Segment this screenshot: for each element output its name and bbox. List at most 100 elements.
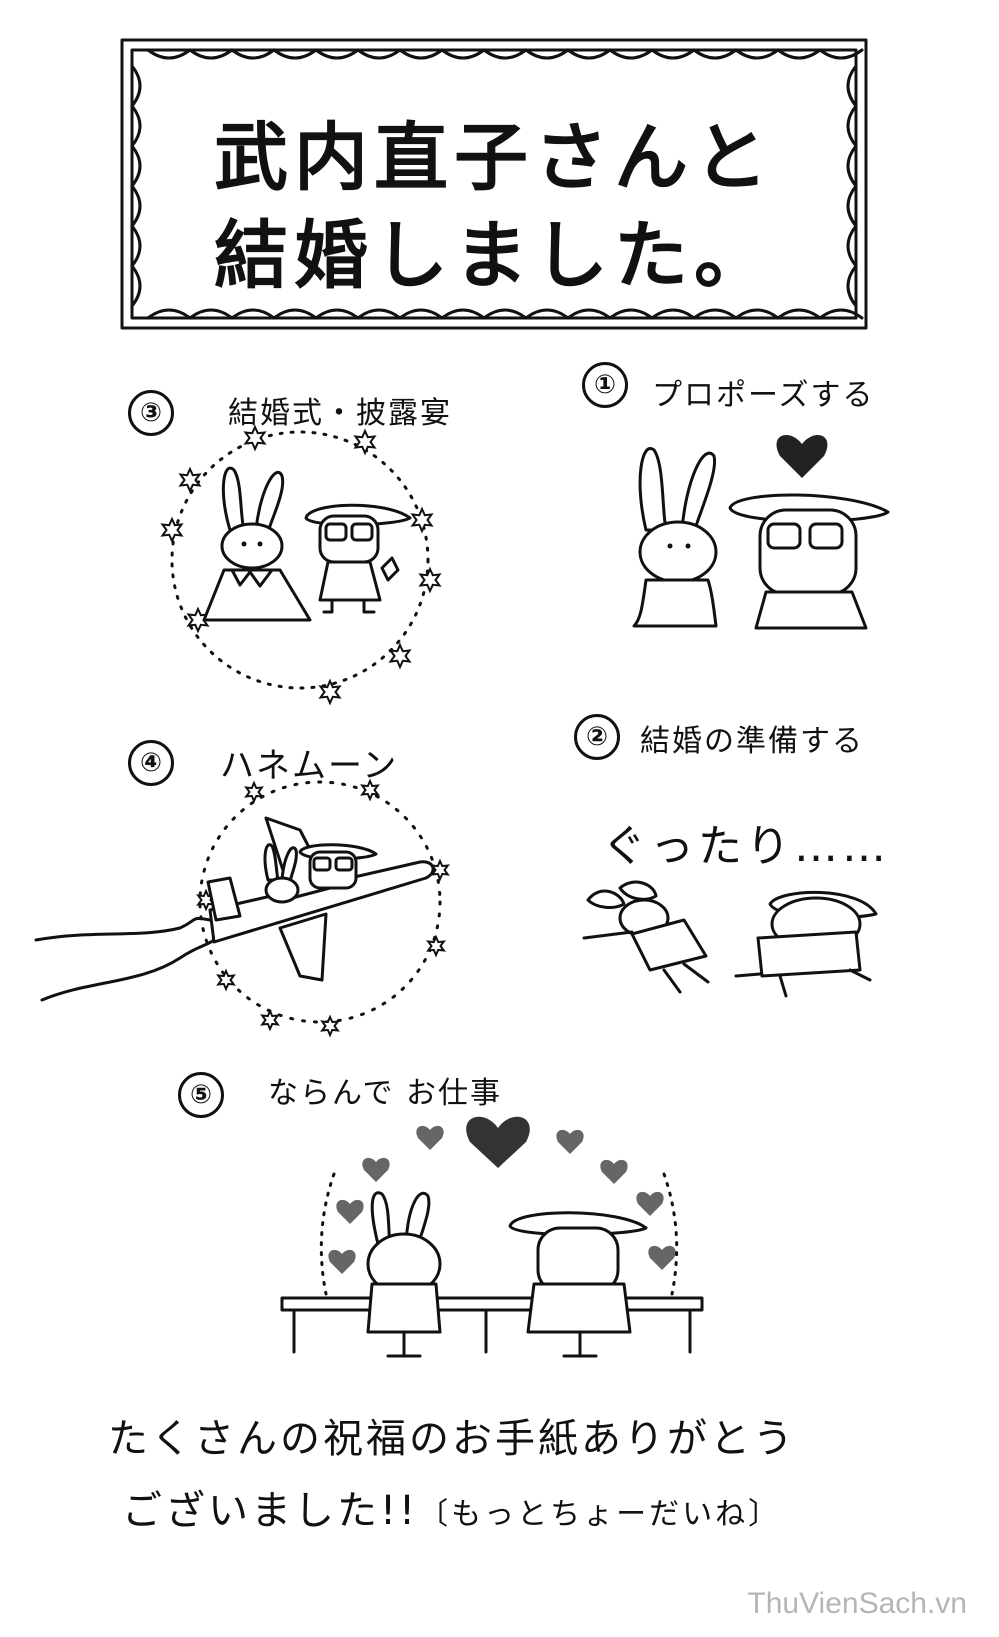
- bunny-passenger: [263, 843, 300, 904]
- frame-scallop: [272, 48, 318, 60]
- step-4-label: ハネムーン: [220, 746, 399, 786]
- step-5-label: ならんで お仕事: [268, 1076, 503, 1111]
- heart-icon: [362, 1157, 390, 1182]
- frame-scallop: [650, 308, 696, 320]
- proposal-illustration: [632, 434, 890, 630]
- bunny-lying: [582, 880, 710, 994]
- star-icon: [243, 424, 267, 452]
- heart-icon: [556, 1129, 584, 1154]
- frame-scallop: [524, 308, 570, 320]
- frame-scallop: [692, 48, 738, 60]
- frame-scallop: [356, 308, 402, 320]
- dog-working: [508, 1211, 648, 1358]
- frame-scallop: [188, 308, 234, 320]
- frame-scallop: [146, 48, 192, 60]
- star-icon: [178, 466, 202, 494]
- frame-scallop: [230, 48, 276, 60]
- step-4-number: ④: [128, 740, 174, 786]
- frame-scallop: [846, 144, 858, 188]
- star-icon: [360, 778, 380, 802]
- frame-scallop: [608, 48, 654, 60]
- frame-scallop: [398, 308, 444, 320]
- honeymoon-illustration: [34, 778, 450, 1038]
- step-2-number: ②: [574, 714, 620, 760]
- step-1-number: ①: [582, 362, 628, 408]
- dog-passenger: [298, 843, 378, 890]
- step-3-label: 結婚式・披露宴: [228, 396, 452, 431]
- frame-scallop: [272, 308, 318, 320]
- closing-thanks: ございました!!: [122, 1488, 419, 1534]
- bunny-bride: [202, 466, 312, 622]
- star-icon: [388, 642, 412, 670]
- frame-scallop: [130, 264, 142, 308]
- frame-scallop: [230, 308, 276, 320]
- frame-scallop: [130, 104, 142, 148]
- star-icon: [320, 1014, 340, 1038]
- star-icon: [244, 780, 264, 804]
- closing-line-2: ございました!!〔もっとちょーだいね〕: [122, 1478, 781, 1536]
- frame-scallop: [818, 308, 864, 320]
- frame-scallop: [146, 308, 192, 320]
- frame-scallop: [692, 308, 738, 320]
- frame-scallop: [188, 48, 234, 60]
- frame-scallop: [524, 48, 570, 60]
- star-icon: [318, 678, 342, 706]
- frame-scallop: [482, 308, 528, 320]
- desk: [280, 1296, 704, 1354]
- star-icon: [426, 934, 446, 958]
- working-illustration: [280, 1116, 704, 1358]
- frame-scallop: [440, 48, 486, 60]
- frame-scallop: [130, 224, 142, 268]
- bunny-working: [366, 1191, 442, 1358]
- star-icon: [260, 1008, 280, 1032]
- title-frame: [120, 38, 868, 330]
- star-icon: [216, 968, 236, 992]
- frame-scallop: [130, 64, 142, 108]
- frame-scallop: [314, 308, 360, 320]
- frame-scallop: [776, 308, 822, 320]
- title-line-2: 結婚しました。: [214, 213, 774, 299]
- frame-scallop: [356, 48, 402, 60]
- wedding-illustration: [160, 424, 442, 706]
- heart-icon: [336, 1199, 364, 1224]
- star-icon: [418, 566, 442, 594]
- frame-scallop: [314, 48, 360, 60]
- heart-icon: [648, 1245, 676, 1270]
- step-5-number: ⑤: [178, 1072, 224, 1118]
- exhausted-text: ぐったり……: [602, 821, 890, 872]
- heart-icon: [466, 1116, 530, 1168]
- closing-aside: 〔もっとちょーだいね〕: [418, 1497, 782, 1532]
- star-icon: [353, 428, 377, 456]
- frame-scallop: [650, 48, 696, 60]
- frame-scallop: [846, 64, 858, 108]
- frame-scallop: [776, 48, 822, 60]
- frame-scallop: [440, 308, 486, 320]
- watermark-text: ThuVienSach.vn: [747, 1587, 967, 1620]
- dog-lying: [734, 890, 878, 998]
- dog: [728, 493, 890, 630]
- frame-scallop: [608, 308, 654, 320]
- frame-scallop: [566, 48, 612, 60]
- step-1-label: プロポーズする: [652, 378, 875, 413]
- star-icon: [160, 516, 184, 544]
- dog-groom: [304, 503, 412, 614]
- airplane: [206, 816, 435, 982]
- star-icon-ring: [160, 424, 442, 706]
- closing-line-1: たくさんの祝福のお手紙ありがとう: [108, 1416, 796, 1462]
- step-2-label: 結婚の準備する: [640, 724, 864, 759]
- heart-icon: [776, 434, 828, 478]
- step-3-number: ③: [128, 390, 174, 436]
- frame-scallop: [130, 184, 142, 228]
- frame-scallop: [566, 308, 612, 320]
- frame-scallop: [734, 308, 780, 320]
- heart-icon: [636, 1191, 664, 1216]
- frame-scallop: [846, 184, 858, 228]
- frame-scallop: [846, 264, 858, 308]
- frame-scallop: [130, 144, 142, 188]
- frame-scallop: [846, 224, 858, 268]
- frame-scallop: [398, 48, 444, 60]
- frame-scallop: [818, 48, 864, 60]
- title-line-1: 武内直子さんと: [214, 115, 774, 201]
- heart-icon: [600, 1159, 628, 1184]
